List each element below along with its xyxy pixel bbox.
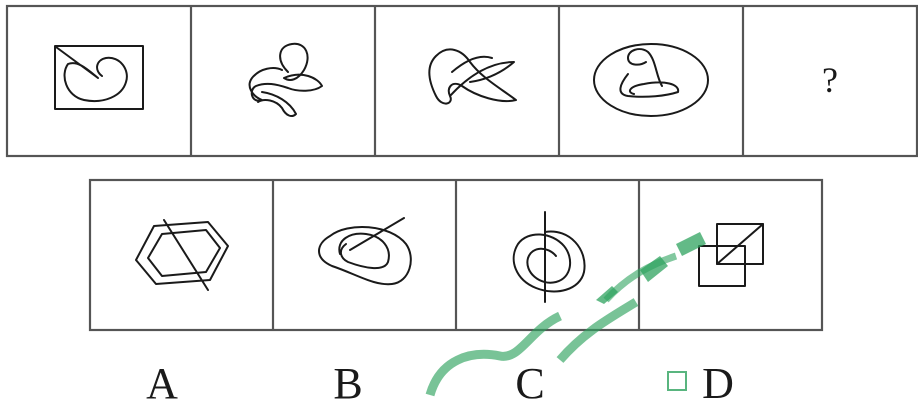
question-row: ?	[5, 4, 918, 158]
watermark-mark-3	[676, 232, 706, 256]
question-figure-2	[248, 42, 323, 117]
question-figure-3	[428, 48, 517, 105]
outer-hexagon-icon	[135, 221, 229, 285]
question-figure-4	[593, 43, 709, 117]
option-figure-a[interactable]	[135, 219, 229, 291]
option-label-c[interactable]: C	[515, 359, 544, 407]
watermark-stroke-3	[603, 252, 678, 303]
options-row	[88, 178, 824, 332]
slash-line-icon	[163, 219, 209, 291]
watermark-stroke-1	[425, 311, 563, 397]
watermark-stroke-2	[556, 298, 639, 363]
curve-icon	[55, 46, 128, 102]
option-label-d[interactable]: D	[702, 359, 734, 407]
diagonal-line-icon	[716, 223, 764, 265]
question-figure-1	[54, 45, 144, 110]
tangled-loop-icon	[248, 42, 323, 117]
inner-loop-icon	[619, 48, 680, 98]
upper-square-icon	[716, 223, 764, 265]
option-label-a[interactable]: A	[146, 359, 178, 407]
option-labels: A B C D	[146, 359, 734, 407]
watermark-box-icon	[667, 371, 687, 391]
line-icon	[349, 217, 405, 251]
question-mark: ?	[822, 60, 838, 100]
inner-hexagon-icon	[147, 229, 221, 277]
option-label-b[interactable]: B	[333, 359, 362, 407]
question-row-border	[5, 4, 918, 158]
ellipse-icon	[593, 43, 709, 117]
lower-square-icon	[698, 245, 746, 287]
option-figure-c[interactable]	[512, 211, 586, 303]
watermark-logo	[425, 232, 706, 397]
spiral-icon	[512, 230, 586, 293]
option-figure-b[interactable]	[318, 217, 412, 286]
crossed-loop-icon	[428, 48, 517, 105]
option-figure-d[interactable]	[698, 223, 764, 287]
loop-icon	[318, 226, 412, 286]
square-icon	[54, 45, 144, 110]
